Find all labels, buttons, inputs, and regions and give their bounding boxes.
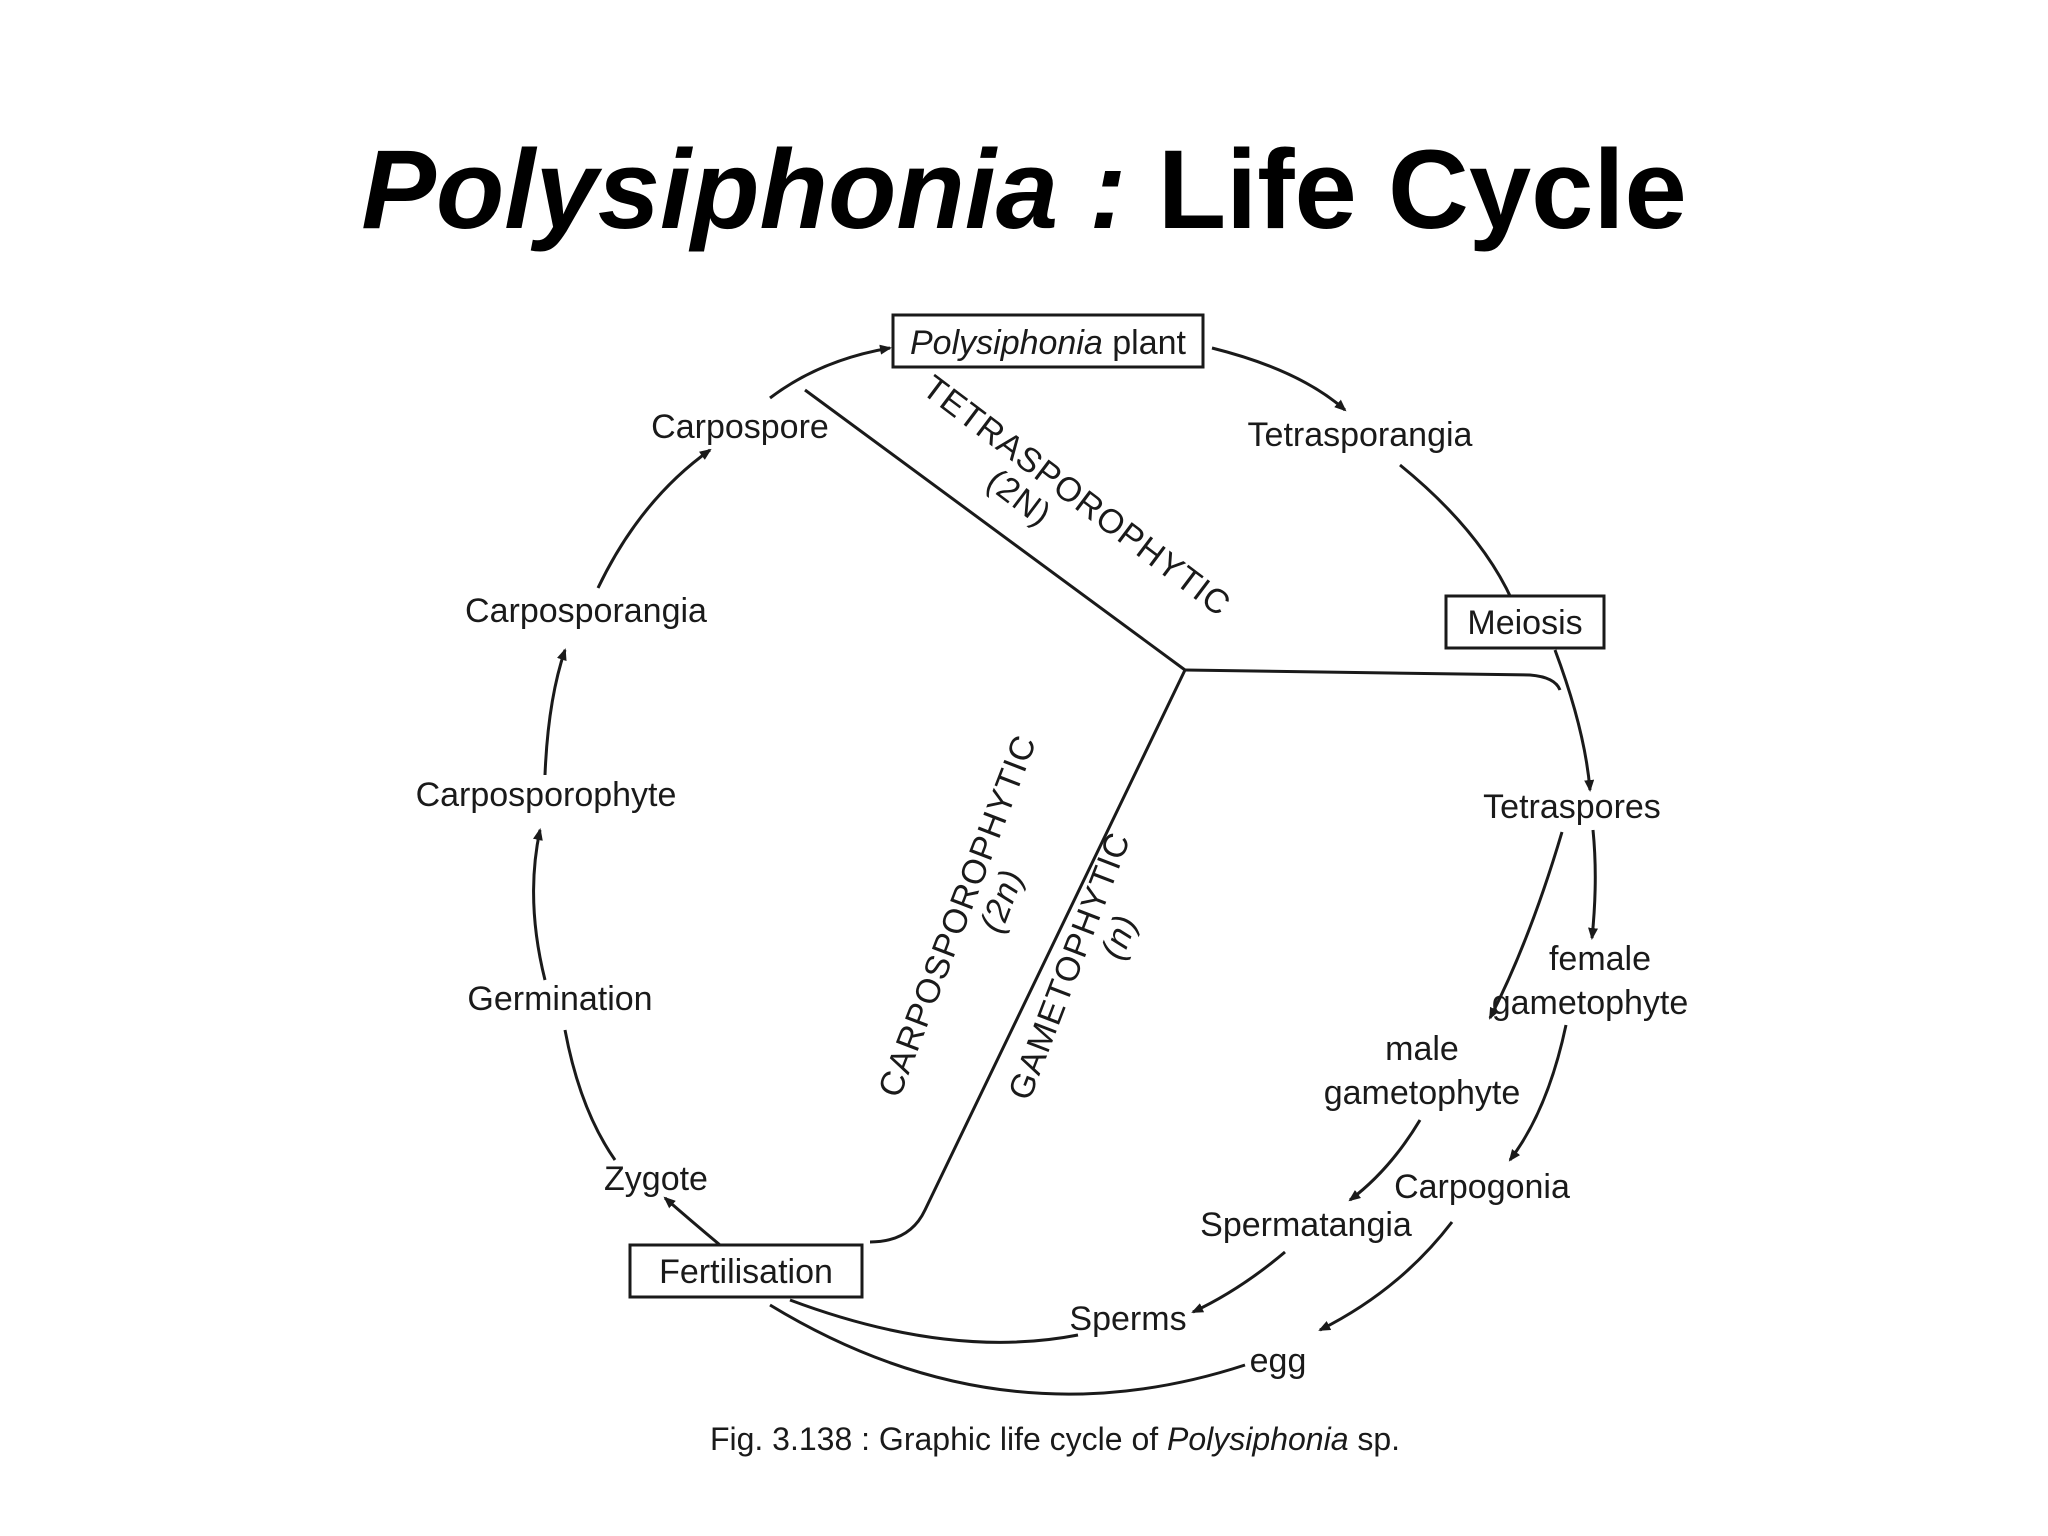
egg-label: egg bbox=[1250, 1342, 1307, 1380]
arrow-male-to-spermatangia bbox=[1348, 1119, 1422, 1202]
cycle-arrows bbox=[532, 344, 1599, 1396]
carpospore-label: Carpospore bbox=[651, 408, 829, 446]
phase-label-gametophytic: GAMETOPHYTIC (n) bbox=[1001, 827, 1145, 1105]
meiosis-label: Meiosis bbox=[1467, 604, 1582, 642]
arrow-carposporophyte-to-carposporangia bbox=[543, 648, 567, 776]
fertilisation-label: Fertilisation bbox=[659, 1253, 833, 1291]
arrow-carposporangia-to-carpospore bbox=[596, 448, 712, 589]
phase-dividers bbox=[804, 388, 1562, 1244]
arrow-female-to-carpogonia bbox=[1508, 1024, 1568, 1162]
carposporangia-label: Carposporangia bbox=[465, 592, 707, 630]
zygote-label: Zygote bbox=[604, 1160, 708, 1198]
tetrasporangia-label: Tetrasporangia bbox=[1248, 416, 1473, 454]
divider-carpospore-to-center bbox=[804, 388, 1186, 672]
female-gametophyte-label-2: gametophyte bbox=[1492, 984, 1689, 1022]
title-italic-part: Polysiphonia : bbox=[361, 127, 1127, 252]
arrow-tetrasporangia-to-meiosis bbox=[1399, 463, 1514, 601]
carposporophyte-label: Carposporophyte bbox=[416, 776, 677, 814]
svg-text:Polysiphonia plant: Polysiphonia plant bbox=[910, 324, 1187, 362]
tetraspores-label: Tetraspores bbox=[1483, 788, 1661, 826]
sperms-label: Sperms bbox=[1069, 1300, 1186, 1338]
node-fertilisation: Fertilisation bbox=[628, 1243, 864, 1299]
caption-prefix: Fig. 3.138 : Graphic life cycle of bbox=[710, 1421, 1167, 1457]
arrow-zygote-to-germination bbox=[563, 1029, 617, 1161]
arrow-germination-to-carposporophyte bbox=[532, 828, 547, 981]
caption-italic: Polysiphonia bbox=[1167, 1421, 1348, 1457]
arrow-sperms-to-fertilisation bbox=[789, 1298, 1079, 1344]
male-gametophyte-label-1: male bbox=[1385, 1030, 1459, 1068]
polysiphonia-plant-italic: Polysiphonia bbox=[910, 324, 1103, 362]
male-gametophyte-label-2: gametophyte bbox=[1324, 1074, 1521, 1112]
caption-suffix: sp. bbox=[1348, 1421, 1400, 1457]
title-rest: Life Cycle bbox=[1126, 127, 1687, 252]
arrow-tetraspores-to-female bbox=[1588, 829, 1599, 940]
arrow-meiosis-to-tetraspores bbox=[1553, 649, 1595, 792]
arrow-spermatangia-to-sperms bbox=[1191, 1250, 1286, 1314]
spermatangia-label: Spermatangia bbox=[1200, 1206, 1412, 1244]
female-gametophyte-label-1: female bbox=[1549, 940, 1651, 978]
figure-caption: Fig. 3.138 : Graphic life cycle of Polys… bbox=[710, 1421, 1400, 1457]
node-meiosis: Meiosis bbox=[1444, 594, 1606, 650]
arrow-carpospore-to-plant bbox=[769, 344, 892, 400]
slide-title: Polysiphonia : Life Cycle bbox=[0, 120, 2048, 260]
arrow-egg-to-fertilisation bbox=[769, 1303, 1246, 1396]
arrow-tetraspores-to-male bbox=[1488, 831, 1564, 1020]
polysiphonia-plant-rest: plant bbox=[1103, 324, 1187, 362]
germination-label: Germination bbox=[467, 980, 652, 1018]
divider-center-to-fertilisation bbox=[869, 669, 1187, 1244]
tetrasporophytic-label: TETRASPOROPHYTIC bbox=[915, 368, 1237, 624]
carpogonia-label: Carpogonia bbox=[1394, 1168, 1570, 1206]
phase-label-tetrasporophytic: TETRASPOROPHYTIC (2N) bbox=[915, 368, 1237, 624]
divider-center-to-meiosis bbox=[1184, 668, 1562, 691]
node-polysiphonia-plant: Polysiphonia plant bbox=[891, 313, 1205, 369]
arrow-carpogonia-to-egg bbox=[1318, 1221, 1454, 1332]
arrow-plant-to-tetrasporangia bbox=[1211, 346, 1347, 412]
gametophytic-label: GAMETOPHYTIC bbox=[1001, 827, 1138, 1105]
arrow-fertilisation-to-zygote bbox=[663, 1196, 721, 1247]
